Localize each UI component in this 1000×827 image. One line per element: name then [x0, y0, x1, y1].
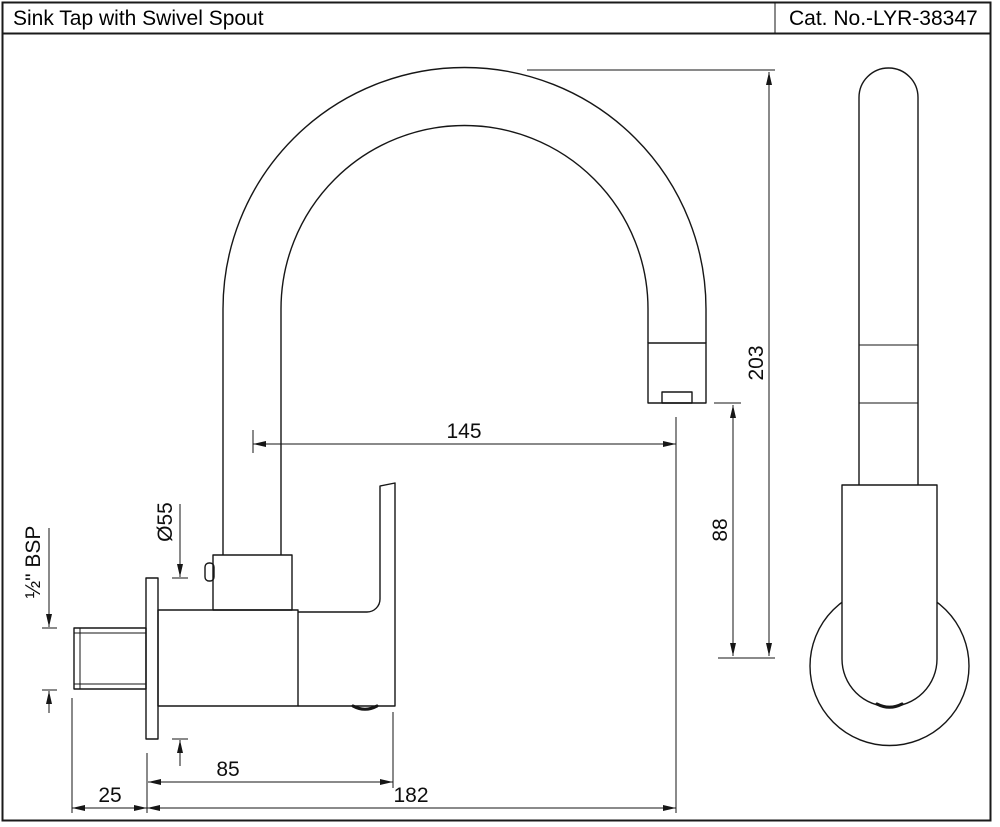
spout-tip [647, 342, 707, 404]
dim-label-flange-diameter: Ø55 [154, 502, 177, 542]
dim-label-wall-offset: 25 [98, 784, 121, 807]
spout-inner-profile [280, 124, 649, 555]
spout-neck [212, 554, 293, 611]
dim-total-projection: 182 [146, 417, 677, 813]
dim-outlet-height: 88 [709, 402, 741, 656]
front-view [809, 67, 970, 747]
inlet-pipe [73, 627, 147, 690]
wall-flange [145, 577, 159, 740]
dim-label-body-projection: 85 [216, 758, 239, 781]
valve-body [157, 609, 299, 707]
dim-label-overall-height: 203 [745, 345, 768, 380]
neck-clip [204, 562, 215, 582]
dim-label-spout-reach: 145 [446, 420, 481, 443]
dim-overall-height: 203 [527, 69, 775, 659]
aerator-front-detail [875, 702, 904, 709]
dim-label-inlet-thread: ½" BSP [22, 526, 45, 599]
catalog-number: Cat. No.-LYR-38347 [789, 7, 978, 30]
dim-body-projection: 85 [148, 712, 394, 788]
dim-label-total-projection: 182 [393, 784, 428, 807]
dim-wall-offset: 25 [71, 698, 147, 813]
spout-tube-front [858, 67, 919, 485]
spout-outer-profile [222, 66, 707, 555]
side-view [73, 66, 707, 740]
body-front [841, 484, 938, 708]
dim-spout-reach: 145 [252, 420, 676, 453]
spout-band-front [859, 344, 918, 404]
dimensions: 145 203 88 85 182 [22, 69, 775, 813]
aerator [661, 391, 693, 404]
inlet-thread-lines [74, 628, 146, 689]
dim-flange-diameter: Ø55 [154, 502, 188, 766]
dim-inlet-thread: ½" BSP [22, 526, 57, 713]
dim-label-outlet-height: 88 [709, 518, 732, 541]
handle-lever [298, 482, 396, 707]
body-bottom-detail [351, 704, 379, 711]
sheet-title: Sink Tap with Swivel Spout [13, 7, 264, 30]
